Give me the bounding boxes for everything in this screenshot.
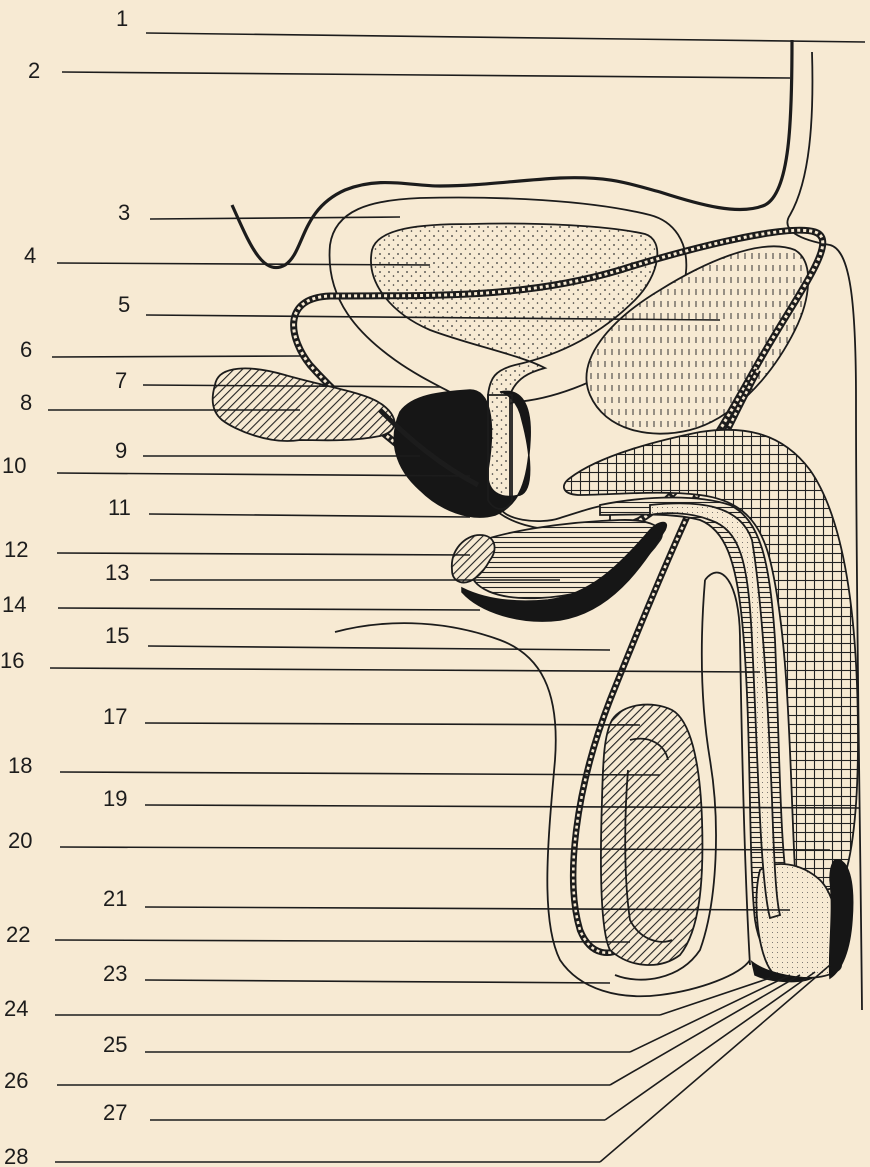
label-21: 21 <box>103 886 127 911</box>
label-2: 2 <box>28 58 40 83</box>
leader-7 <box>143 385 440 387</box>
label-8: 8 <box>20 390 32 415</box>
label-16: 16 <box>0 648 24 673</box>
label-7: 7 <box>115 368 127 393</box>
glans-tip <box>830 860 853 978</box>
leader-11 <box>149 514 470 517</box>
labels: 1 2 3 4 5 6 7 8 9 10 11 12 13 14 15 16 1… <box>0 6 131 1167</box>
label-13: 13 <box>105 560 129 585</box>
leader-15 <box>148 646 610 650</box>
label-20: 20 <box>8 828 32 853</box>
label-10: 10 <box>2 453 26 478</box>
label-14: 14 <box>2 592 26 617</box>
label-27: 27 <box>103 1100 127 1125</box>
label-17: 17 <box>103 704 127 729</box>
label-22: 22 <box>6 922 30 947</box>
leader-18 <box>60 772 660 775</box>
leader-12 <box>57 553 470 555</box>
label-6: 6 <box>20 337 32 362</box>
leader-23 <box>145 980 610 983</box>
leader-6 <box>52 356 300 357</box>
drawing <box>213 40 862 1010</box>
leader-20 <box>60 847 830 850</box>
label-5: 5 <box>118 292 130 317</box>
leader-14 <box>58 608 480 610</box>
label-25: 25 <box>103 1032 127 1057</box>
label-26: 26 <box>4 1068 28 1093</box>
label-3: 3 <box>118 200 130 225</box>
label-24: 24 <box>4 996 28 1021</box>
label-18: 18 <box>8 753 32 778</box>
leader-24-tail <box>660 978 770 1015</box>
label-19: 19 <box>103 786 127 811</box>
leader-27-tail <box>605 972 815 1120</box>
label-11: 11 <box>108 495 131 520</box>
leader-2 <box>62 72 790 78</box>
leader-16 <box>50 668 760 672</box>
leader-22 <box>55 940 630 942</box>
label-28: 28 <box>4 1144 28 1167</box>
leader-28-tail <box>600 965 830 1162</box>
label-12: 12 <box>4 537 28 562</box>
testis <box>601 705 703 965</box>
label-23: 23 <box>103 961 127 986</box>
seminal-vesicle <box>213 368 395 441</box>
leader-17 <box>145 723 640 725</box>
label-1: 1 <box>116 6 128 31</box>
leader-25-tail <box>630 975 790 1052</box>
label-4: 4 <box>24 243 36 268</box>
label-15: 15 <box>105 623 129 648</box>
leader-1 <box>146 33 865 42</box>
label-9: 9 <box>115 438 127 463</box>
leader-26-tail <box>610 975 800 1085</box>
